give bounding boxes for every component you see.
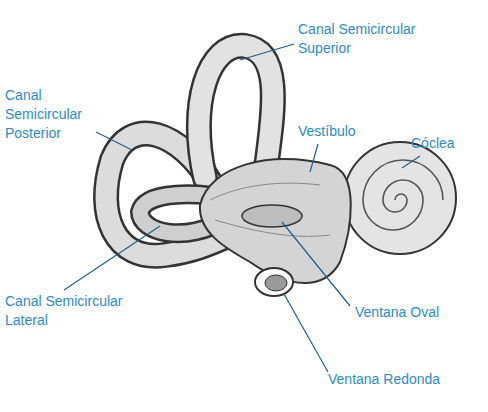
vestibule	[200, 159, 351, 283]
cochlea	[344, 142, 456, 254]
part-label: Ventana Oval	[355, 303, 480, 322]
part-label: Ventana Redonda	[328, 370, 478, 389]
superior-canal-fill	[199, 46, 273, 178]
leader-line	[64, 226, 160, 290]
leader-line	[282, 222, 350, 306]
leader-line	[310, 144, 318, 172]
leader-line	[96, 132, 132, 150]
cochlea-spiral	[363, 160, 443, 230]
leader-line	[240, 44, 294, 60]
leader-line	[402, 156, 420, 168]
oval-window	[242, 205, 302, 227]
part-label: Vestíbulo	[298, 122, 408, 141]
part-label: Canal Semicircular Posterior	[5, 86, 97, 143]
superior-canal	[199, 46, 273, 178]
leader-line	[284, 294, 328, 372]
round-window	[255, 268, 293, 296]
part-label: Cóclea	[411, 134, 485, 153]
round-window-inner	[265, 275, 287, 291]
part-label: Canal Semicircular Lateral	[5, 292, 145, 330]
vestibule-shading	[210, 183, 320, 200]
part-label: Canal Semicircular Superior	[298, 20, 458, 58]
